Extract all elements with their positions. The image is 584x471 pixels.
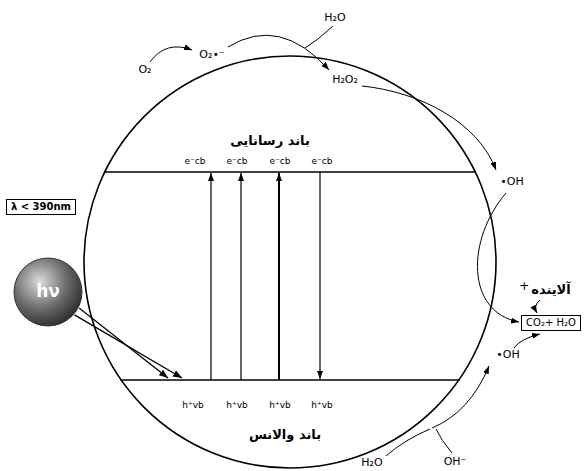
reaction-join	[305, 26, 333, 48]
species-label: •OH	[496, 349, 519, 362]
reaction-arrow	[477, 193, 519, 322]
photon-sphere: hν	[13, 257, 83, 327]
excitation-arrow	[210, 173, 211, 380]
valence-band-line	[120, 379, 460, 380]
hole-label: h⁺vb	[269, 400, 291, 410]
reaction-join	[386, 429, 430, 456]
hole-label: h⁺vb	[226, 400, 248, 410]
hole-label: h⁺vb	[311, 400, 333, 410]
species-label: H₂O	[324, 12, 345, 25]
box-text: λ < 390nm	[11, 201, 71, 213]
photon-symbol: hν	[36, 282, 60, 302]
reaction-arrow	[228, 35, 329, 70]
reaction-arrow	[150, 47, 192, 62]
box-text: CO₂+ H₂O	[526, 317, 576, 329]
pollutant-label: آلاینده	[531, 283, 571, 298]
band-name: باند رسانایی	[230, 134, 310, 149]
species-label: H₂O	[361, 457, 382, 470]
conduction-band-line	[104, 171, 476, 172]
excitation-arrow	[278, 173, 280, 380]
reaction-join	[436, 429, 452, 453]
electron-label: e⁻cb	[270, 156, 291, 166]
reaction-arrow	[432, 366, 489, 428]
hole-label: h⁺vb	[182, 400, 204, 410]
recombination-arrow	[319, 172, 320, 379]
species-label: H₂O₂	[332, 74, 358, 87]
electron-label: e⁻cb	[312, 156, 333, 166]
reaction-arrow	[362, 86, 496, 170]
electron-label: e⁻cb	[227, 156, 248, 166]
product-box: CO₂+ H₂O	[521, 315, 581, 331]
excitation-arrow	[240, 173, 241, 380]
light-ray-arrow	[75, 315, 183, 378]
plus-sign: +	[519, 280, 529, 294]
species-label: •OH	[500, 176, 523, 189]
wavelength-box: λ < 390nm	[6, 199, 76, 215]
species-label: O₂•⁻	[199, 49, 224, 62]
reaction-arrow	[536, 300, 540, 313]
reaction-arrow	[514, 334, 540, 348]
band-name: باند والانس	[249, 428, 321, 443]
species-label: O₂	[138, 64, 151, 77]
species-label: OH⁻	[444, 456, 467, 469]
electron-label: e⁻cb	[185, 156, 206, 166]
